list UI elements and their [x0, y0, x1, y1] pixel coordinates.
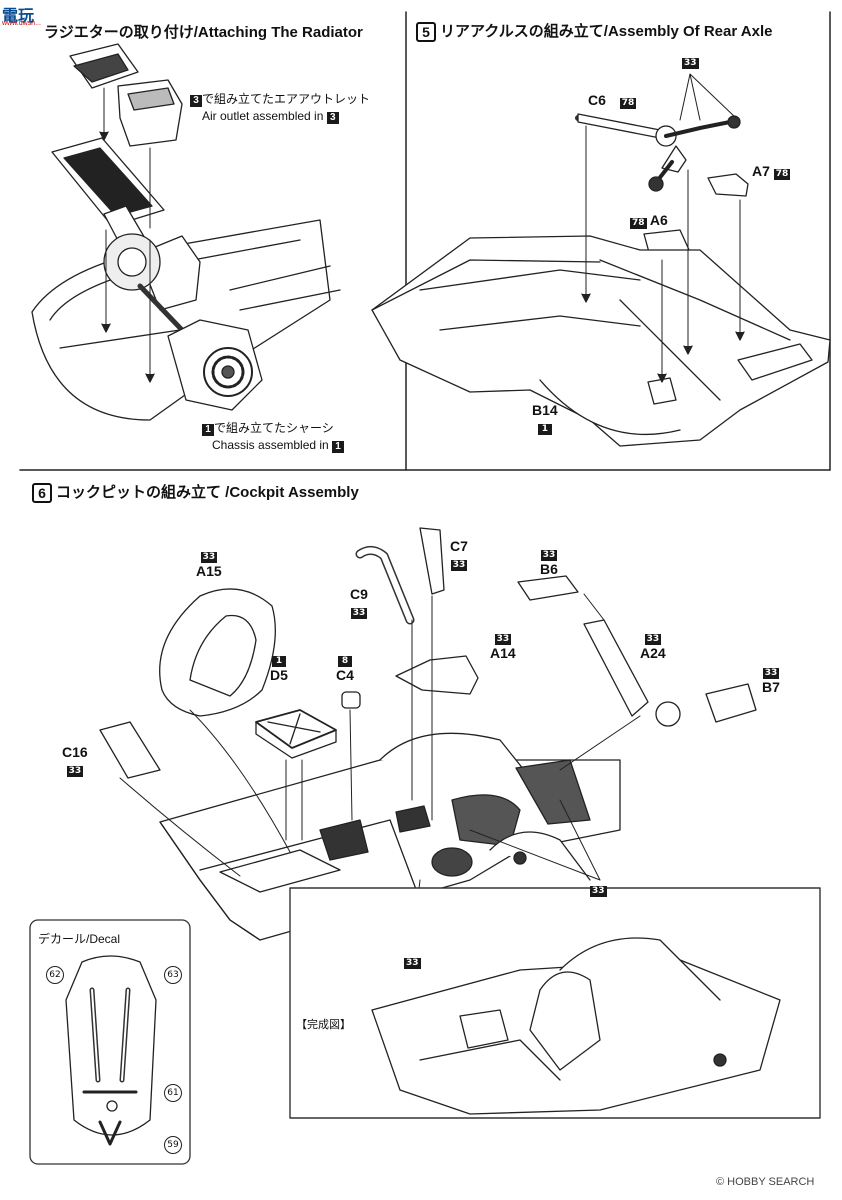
step4-title: ラジエターの取り付け/Attaching The Radiator — [44, 24, 363, 41]
decal-number-62: 62 — [46, 966, 64, 984]
complete-label: 【完成図】 — [296, 1019, 351, 1031]
decal-number-59: 59 — [164, 1136, 182, 1154]
part-a24-tag: 33 — [644, 634, 662, 645]
part-c6: C6 78 — [588, 92, 637, 109]
decal-number-61: 61 — [164, 1084, 182, 1102]
part-c16-tag: 33 — [66, 766, 84, 777]
part-b14-tag: 1 — [537, 424, 552, 435]
site-logo: 電玩 — [2, 8, 35, 25]
ref-box: 1 — [332, 441, 345, 453]
step5-title: リアアクルスの組み立て/Assembly Of Rear Axle — [440, 23, 773, 40]
complete-drawing — [371, 937, 781, 1115]
site-logo-url: www.dwsh... — [2, 20, 41, 27]
part-b6-tag: 33 — [540, 550, 558, 561]
chassis-note-jp: で組み立てたシャーシ — [214, 421, 334, 435]
cockpit-drawing — [99, 527, 757, 951]
part-a7: A7 78 — [752, 163, 791, 180]
floor-tag-bottom: 33 — [404, 958, 421, 969]
part-a15-tag: 33 — [200, 552, 218, 563]
ref-box: 1 — [202, 424, 214, 436]
ref-box: 3 — [190, 95, 202, 107]
part-b7-tag: 33 — [762, 668, 780, 679]
part-c7-tag: 33 — [450, 560, 468, 571]
part-d5-tag: 1 — [271, 656, 286, 667]
decal-number-63: 63 — [164, 966, 182, 984]
step6-title: コックピットの組み立て /Cockpit Assembly — [56, 484, 359, 501]
part-c6-tag: 78 — [619, 98, 637, 109]
radiator-assembly-drawing — [31, 43, 341, 421]
decal-seat-drawing — [65, 955, 157, 1146]
floor-tag-right: 33 — [590, 886, 607, 897]
part-a6-tag: 78 — [630, 218, 647, 229]
step5-number: 5 — [416, 22, 436, 43]
part-a6: 78 A6 — [630, 212, 668, 229]
part-c4-tag: 8 — [337, 656, 352, 667]
chassis-note-en: Chassis assembled in — [212, 438, 329, 452]
part-a7-tag: 78 — [773, 169, 791, 180]
part-tag-top: 33 — [682, 58, 699, 69]
air-outlet-note-en: Air outlet assembled in — [202, 109, 324, 123]
step6-number: 6 — [32, 483, 52, 504]
part-c9-tag: 33 — [350, 608, 368, 619]
watermark: © HOBBY SEARCH — [716, 1176, 815, 1188]
air-outlet-note-jp: で組み立てたエアアウトレット — [202, 92, 371, 106]
rear-axle-drawing — [371, 73, 831, 447]
ref-box: 3 — [326, 112, 339, 124]
part-a14-tag: 33 — [494, 634, 512, 645]
decal-title: デカール/Decal — [38, 932, 121, 946]
